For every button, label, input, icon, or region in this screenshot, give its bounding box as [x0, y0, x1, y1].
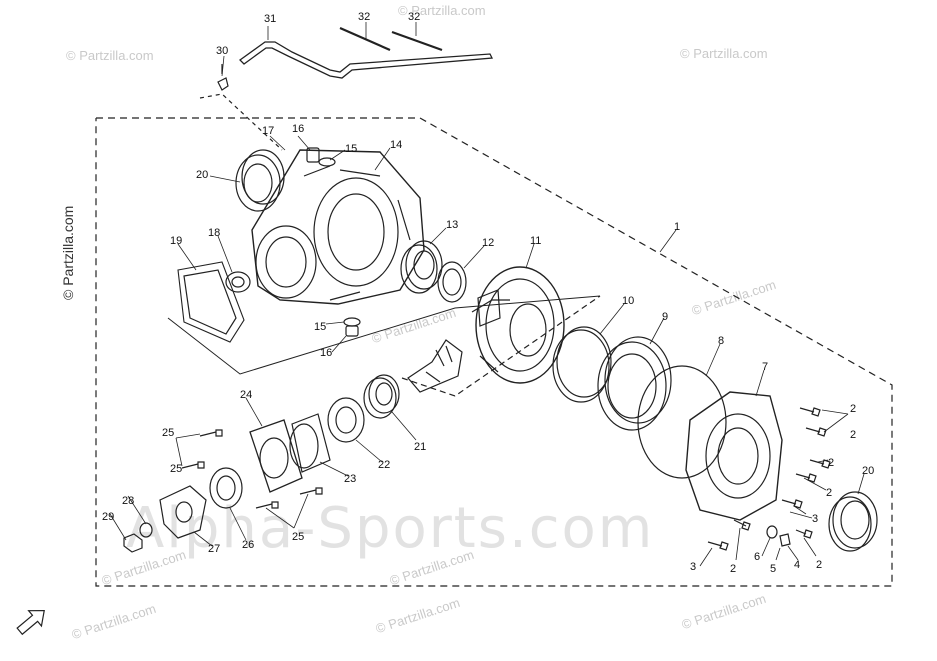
bolt [781, 499, 803, 509]
washer-28 [139, 522, 153, 538]
callout: 32 [408, 11, 420, 23]
bolt [795, 529, 813, 539]
spacer-23 [291, 413, 331, 473]
callout-labels: 31 32 32 30 17 16 15 14 20 18 19 13 12 1… [102, 11, 874, 575]
callout: 9 [662, 311, 668, 323]
callout: 30 [216, 45, 228, 57]
callout: 13 [446, 219, 458, 231]
callout: 3 [690, 561, 696, 573]
housing-subgroup [167, 295, 601, 375]
bearing-large [597, 341, 667, 431]
pinion-gear [407, 339, 463, 393]
assembly-boundary [95, 117, 893, 587]
callout: 21 [414, 441, 426, 453]
front-arrow-icon [16, 610, 45, 636]
hose-piece [391, 30, 443, 52]
needle-bearing [400, 244, 438, 294]
callout: 8 [718, 335, 724, 347]
watermark-alpha: Alpha-Sports.com [126, 496, 655, 561]
bolt [199, 429, 223, 437]
callout: 26 [242, 539, 254, 551]
drain-washer [343, 317, 361, 327]
bolt [181, 461, 205, 469]
callout: 25 [170, 463, 182, 475]
callout: 27 [208, 543, 220, 555]
callout: 2 [850, 403, 856, 415]
bolt [255, 501, 279, 509]
bolt [809, 459, 831, 469]
pinion-subgroup [401, 295, 601, 397]
breather-plug [306, 147, 320, 163]
callout: 5 [770, 563, 776, 575]
callout: 28 [122, 495, 134, 507]
callout: 10 [622, 295, 634, 307]
callout: 12 [482, 237, 494, 249]
o-ring-large [552, 329, 610, 403]
callout: 7 [762, 361, 768, 373]
callout: 14 [390, 139, 402, 151]
callout: 11 [530, 235, 541, 247]
watermark: © Partzilla.com [66, 48, 154, 63]
guide-line [199, 93, 283, 151]
callout: 2 [816, 559, 822, 571]
callout: 16 [320, 347, 332, 359]
o-ring-cover [637, 365, 727, 479]
rear-cover [685, 391, 783, 521]
yoke [159, 485, 207, 539]
callout: 22 [378, 459, 390, 471]
washer [766, 525, 778, 539]
callout: 32 [358, 11, 370, 23]
callout: 16 [292, 123, 304, 135]
callout: 2 [828, 457, 834, 469]
callout: 2 [730, 563, 736, 575]
callout: 15 [314, 321, 326, 333]
callout: 2 [826, 487, 832, 499]
oil-seal-right [832, 491, 878, 549]
callout: 1 [674, 221, 680, 233]
shim [437, 261, 467, 303]
callout: 17 [262, 125, 274, 137]
callout: 18 [208, 227, 220, 239]
callout: 20 [862, 465, 874, 477]
ring-gear [475, 266, 565, 384]
callout: 24 [240, 389, 252, 401]
bolt [299, 487, 323, 495]
drain-plug [345, 325, 359, 337]
callout: 25 [292, 531, 304, 543]
bearing-22 [327, 397, 365, 443]
bolt [707, 541, 729, 551]
callout: 6 [754, 551, 760, 563]
callout: 3 [812, 513, 818, 525]
callout: 4 [794, 559, 800, 571]
vent-tube [238, 41, 494, 79]
plug [779, 533, 791, 547]
watermark: © Partzilla.com [680, 46, 768, 61]
bearing-21 [363, 377, 397, 419]
callout: 15 [345, 143, 357, 155]
bolt [733, 519, 751, 531]
callout: 19 [170, 235, 182, 247]
gasket [177, 261, 245, 343]
bolt [799, 407, 821, 417]
callout: 20 [196, 169, 208, 181]
callout: 2 [850, 429, 856, 441]
hose-piece [339, 26, 391, 52]
seal-26 [209, 467, 243, 509]
callout: 25 [162, 427, 174, 439]
differential-housing [251, 149, 425, 305]
watermark: © Partzilla.com [398, 3, 486, 18]
callout: 29 [102, 511, 114, 523]
nut [123, 533, 143, 553]
callout: 23 [344, 473, 356, 485]
callout: 31 [264, 13, 276, 25]
bearing-small [225, 271, 251, 293]
bolt [795, 473, 817, 483]
bolt [805, 427, 827, 437]
